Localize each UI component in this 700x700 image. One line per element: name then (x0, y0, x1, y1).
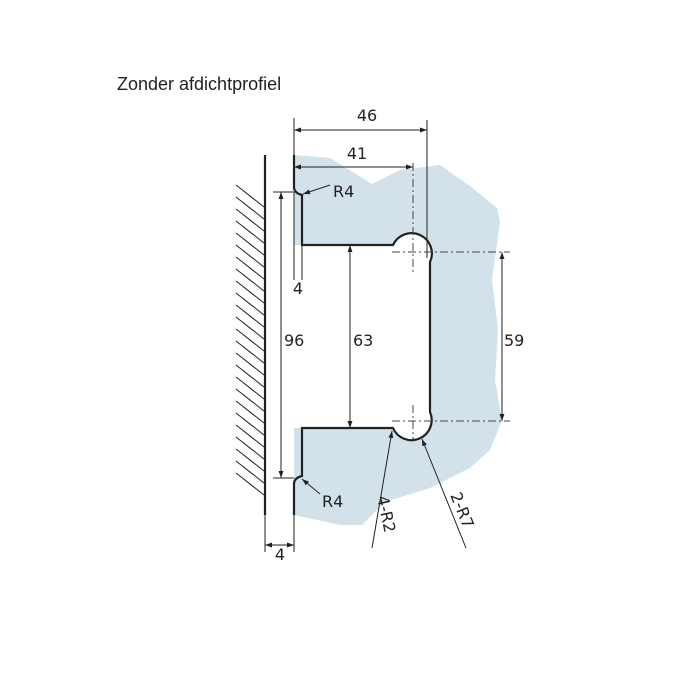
dim-4-wall: 4 (264, 515, 295, 564)
hatch-line (235, 196, 265, 220)
hatch-line (235, 388, 265, 412)
hatch-line (235, 412, 265, 436)
hatch-line (235, 436, 265, 460)
hatch-line (235, 472, 265, 496)
hatch-line (235, 304, 265, 328)
hatch-line (235, 184, 265, 208)
profile-outline (292, 155, 433, 515)
hatch-line (235, 220, 265, 244)
dim-r4-bottom: R4 (301, 478, 343, 511)
hatch-line (235, 268, 265, 292)
dim-96: 96 (273, 191, 304, 479)
hatch-line (235, 232, 265, 256)
svg-text:R4: R4 (333, 182, 354, 201)
hatch-line (235, 328, 265, 352)
hatch-line (235, 424, 265, 448)
wall-hatch (235, 155, 267, 515)
svg-text:4: 4 (293, 279, 303, 298)
dim-59: 59 (499, 252, 524, 421)
diagram-title: Zonder afdichtprofiel (117, 74, 282, 94)
hatch-line (235, 460, 265, 484)
hatch-line (235, 256, 265, 280)
dim-46: 46 (293, 106, 428, 258)
svg-text:R4: R4 (322, 492, 343, 511)
dim-63: 63 (347, 245, 373, 428)
dim-r4-top: R4 (302, 182, 354, 201)
dim-4-flange: 4 (293, 192, 303, 298)
svg-text:41: 41 (347, 144, 367, 163)
dim-41: 41 (294, 144, 413, 170)
svg-text:4-R2: 4-R2 (373, 494, 399, 534)
svg-text:59: 59 (504, 331, 524, 350)
svg-text:4: 4 (275, 545, 285, 564)
hatch-line (235, 280, 265, 304)
hatch-line (235, 352, 265, 376)
hole-centerlines (392, 163, 510, 440)
hatch-line (235, 364, 265, 388)
hatch-line (235, 244, 265, 268)
hatch-line (235, 400, 265, 424)
svg-text:46: 46 (357, 106, 377, 125)
hatch-line (235, 376, 265, 400)
hatch-line (235, 340, 265, 364)
hatch-line (235, 208, 265, 232)
hatch-line (235, 292, 265, 316)
hatch-line (235, 448, 265, 472)
svg-text:96: 96 (284, 331, 304, 350)
svg-text:63: 63 (353, 331, 373, 350)
hatch-line (235, 316, 265, 340)
